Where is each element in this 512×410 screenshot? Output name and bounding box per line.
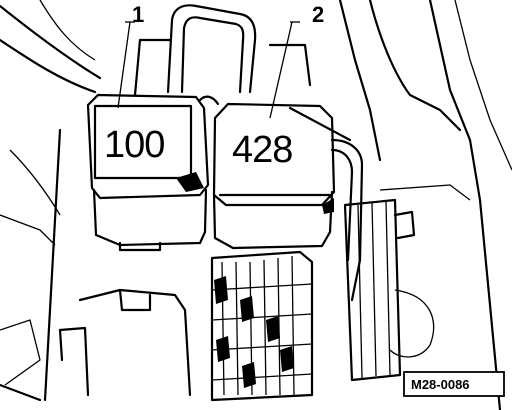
relay-100: 100 [86,93,210,252]
relay-100-marking: 100 [104,124,164,166]
terminal-strip [343,198,416,382]
lower-connector [58,288,192,397]
fuse-block [210,250,314,402]
relay-428: 428 [212,102,336,250]
callout-2-leader [269,21,293,119]
figure-code-frame [403,371,505,397]
relay-wiring [198,95,364,302]
relay-clip [133,4,312,97]
relay-100-label-plate [93,104,193,180]
relay-428-marking: 428 [232,129,292,171]
figure-code-box: M28-0086 [403,371,505,397]
callout-1-leader [117,21,131,109]
figure-code: M28-0086 [411,377,470,392]
callout-1-label: 1 [132,2,144,27]
callout-leaders [117,21,300,119]
callout-2-label: 2 [312,2,324,27]
